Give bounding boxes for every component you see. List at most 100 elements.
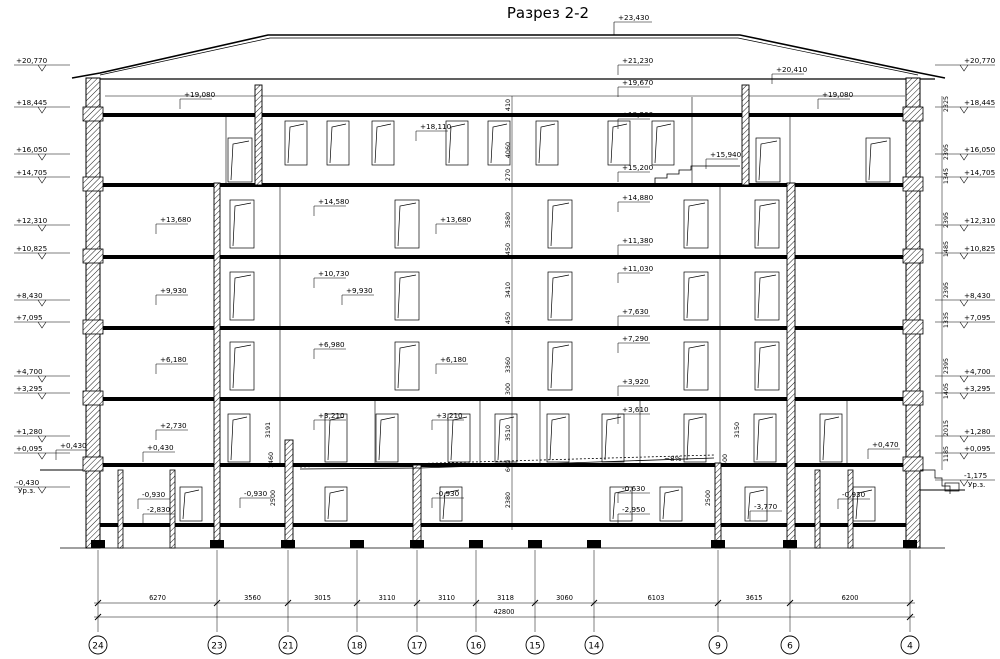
interior-mark-text: -2,830 <box>147 505 171 514</box>
window <box>683 413 707 463</box>
axis-bubble: 14 <box>584 635 604 655</box>
ground-label-right: Ур.з. <box>968 480 985 489</box>
structural-column <box>213 182 221 548</box>
slab-edge <box>82 176 104 192</box>
window <box>439 486 463 522</box>
left-dim-text: 3191 <box>264 422 272 438</box>
window <box>609 486 633 522</box>
right-dim-text: 2395 <box>942 282 950 298</box>
right-mark-text: +14,705 <box>964 168 995 177</box>
window <box>754 341 780 391</box>
footing <box>281 540 295 548</box>
center-dim-text: 410 <box>504 99 512 111</box>
interior-mark-text: +19,080 <box>184 90 216 99</box>
center-dim-text: 2380 <box>504 492 512 508</box>
elevation-mark: +7,095 <box>14 313 70 329</box>
elevation-mark: +0,095 <box>935 444 995 460</box>
interior-mark-text: +13,680 <box>440 215 472 224</box>
left-mark-text: +4,700 <box>16 367 43 376</box>
slab-edge <box>82 390 104 406</box>
elevation-mark: +4,700 <box>14 367 70 383</box>
right-mark-text: -1,175 <box>964 471 987 480</box>
interior-elevation-mark: +0,470 <box>867 440 900 459</box>
interior-elevation-mark: -2,950 <box>617 505 650 524</box>
axis-bubble: 18 <box>347 635 367 655</box>
elevation-mark: +12,310 <box>14 216 70 232</box>
elevation-mark: +1,280 <box>14 427 70 443</box>
interior-mark-text: +6,980 <box>318 340 345 349</box>
window <box>326 120 350 166</box>
axis-bubble: 6 <box>780 635 800 655</box>
interior-elevation-mark: +20,410 <box>771 65 808 84</box>
window <box>487 120 511 166</box>
dimension-tick <box>531 599 539 607</box>
interior-mark-text: -0,930 <box>244 489 268 498</box>
interior-elevation-mark: +2,730 <box>155 421 188 440</box>
partition-wall <box>169 469 176 549</box>
window <box>601 413 625 463</box>
window <box>394 271 420 321</box>
interior-mark-text: +11,030 <box>622 264 654 273</box>
elevation-mark: +20,770 <box>14 56 70 72</box>
interior-elevation-marks: +21,230+20,410+19,670+19,080+19,080+19,2… <box>55 56 900 524</box>
right-dim-text: 1405 <box>942 383 950 399</box>
center-dim-text: 3580 <box>504 212 512 228</box>
dimension-tick <box>353 599 361 607</box>
window <box>819 413 843 463</box>
right-dim-text: 2395 <box>942 358 950 374</box>
footing <box>410 540 424 548</box>
interior-elevation-mark: +3,920 <box>617 377 650 396</box>
window <box>865 137 891 183</box>
slab-edge <box>82 319 104 335</box>
roof <box>71 34 946 97</box>
window <box>229 341 255 391</box>
partition-wall <box>814 469 821 549</box>
ridge-mark-text: +23,430 <box>618 13 650 22</box>
interior-elevation-mark: -0,930 <box>431 489 464 508</box>
left-mark-text: +7,095 <box>16 313 43 322</box>
interior-mark-text: +3,920 <box>622 377 649 386</box>
interior-mark-text: +15,200 <box>622 163 654 172</box>
interior-mark-text: -0,930 <box>142 490 166 499</box>
right-inner-dim-text: 2500 <box>704 490 712 506</box>
footing <box>903 540 917 548</box>
left-mark-text: +8,430 <box>16 291 43 300</box>
axis-label: 15 <box>529 642 540 652</box>
ridge-level-mark: +23,430 <box>613 13 652 35</box>
left-mark-text: +0,095 <box>16 444 43 453</box>
span-dim-text: 3110 <box>379 594 396 602</box>
window <box>547 271 573 321</box>
footing <box>469 540 483 548</box>
interior-mark-text: -2,950 <box>622 505 646 514</box>
window <box>683 341 709 391</box>
interior-elevation-mark: +19,080 <box>817 90 854 109</box>
left-mark-text: +20,770 <box>16 56 48 65</box>
right-inner-dim-text: 3150 <box>733 422 741 438</box>
center-dim-text: 270 <box>504 169 512 181</box>
window <box>754 199 780 249</box>
interior-mark-text: +14,580 <box>318 197 350 206</box>
axis-label: 6 <box>787 642 793 652</box>
window-door-openings <box>179 120 891 522</box>
axis-label: 16 <box>470 642 482 652</box>
interior-mark-text: +9,930 <box>346 286 373 295</box>
right-mark-text: +12,310 <box>964 216 996 225</box>
interior-mark-text: +7,290 <box>622 334 649 343</box>
span-dim-text: 3060 <box>556 594 573 602</box>
interior-mark-text: -0,930 <box>436 489 460 498</box>
interior-elevation-mark: +19,080 <box>179 90 216 109</box>
structural-column <box>714 462 722 549</box>
span-dim-text: 3118 <box>497 594 514 602</box>
floor-slab <box>100 397 910 401</box>
attic-stair <box>654 165 740 183</box>
interior-elevation-mark: +7,630 <box>617 307 650 326</box>
interior-elevation-mark: +11,030 <box>617 264 654 283</box>
span-dim-text: 3015 <box>314 594 331 602</box>
window <box>229 271 255 321</box>
ramp <box>299 454 715 470</box>
interior-mark-text: +20,410 <box>776 65 808 74</box>
right-dim-text: 2015 <box>942 420 950 436</box>
interior-elevation-mark: +9,930 <box>341 286 374 305</box>
span-dim-text: 6103 <box>648 594 665 602</box>
